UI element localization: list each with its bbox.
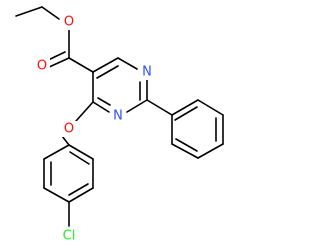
bond-c5-c6-inner bbox=[96, 65, 119, 79]
bond-ch3-ch2 bbox=[15, 6, 43, 17]
bond-ph-c1-c2-inner bbox=[174, 106, 198, 121]
atom-n1: N bbox=[139, 64, 155, 80]
bond-ch2-o-ester bbox=[41, 6, 60, 20]
atom-n1-label: N bbox=[142, 65, 152, 80]
bond-o-ether-c1prime bbox=[61, 135, 70, 146]
atom-o-ester: O bbox=[61, 14, 77, 30]
bond-c5-c6 bbox=[92, 57, 119, 73]
atom-n3-label: N bbox=[113, 109, 123, 124]
bond-carbonyl-double-a bbox=[46, 57, 70, 69]
bond-ph-c4-c5 bbox=[197, 143, 224, 159]
bond-cp-c3-c4-inner bbox=[68, 183, 89, 196]
bond-cp-c6-c1 bbox=[43, 144, 70, 160]
bond-carbonyl-c5 bbox=[68, 57, 94, 73]
atom-cl: Cl bbox=[58, 228, 80, 244]
bond-c4-o-ether bbox=[75, 101, 94, 122]
bond-cp-c1-c2 bbox=[68, 144, 94, 160]
bond-c2-n3 bbox=[126, 99, 148, 113]
structure-diagram: O O O N N Cl bbox=[15, 6, 224, 244]
bond-cp-c4-c5 bbox=[43, 187, 70, 203]
bond-c6-n1 bbox=[117, 57, 138, 70]
bond-ph-c2-c3 bbox=[197, 99, 224, 116]
atom-o-ester-label: O bbox=[64, 15, 74, 30]
bond-ph-c1-c2 bbox=[171, 99, 199, 116]
bond-cp-c1-c2-inner bbox=[69, 151, 90, 165]
bond-cp-c3-c4 bbox=[68, 187, 94, 203]
atom-o-ether: O bbox=[61, 121, 77, 137]
atom-cl-label: Cl bbox=[63, 229, 76, 244]
atom-o-carbonyl: O bbox=[34, 58, 50, 74]
bond-ph-c5-c6-inner bbox=[175, 138, 198, 152]
bond-c2-phenyl bbox=[146, 99, 173, 116]
atom-o-ether-label: O bbox=[64, 122, 74, 137]
atom-o-carbonyl-label: O bbox=[37, 59, 47, 74]
molecule-svg: O O O N N Cl bbox=[15, 6, 224, 244]
bond-ph-c5-c6 bbox=[171, 143, 199, 159]
atom-n3: N bbox=[110, 108, 126, 124]
bond-n3-c4-inner bbox=[97, 97, 111, 106]
bond-n3-c4 bbox=[92, 101, 110, 113]
